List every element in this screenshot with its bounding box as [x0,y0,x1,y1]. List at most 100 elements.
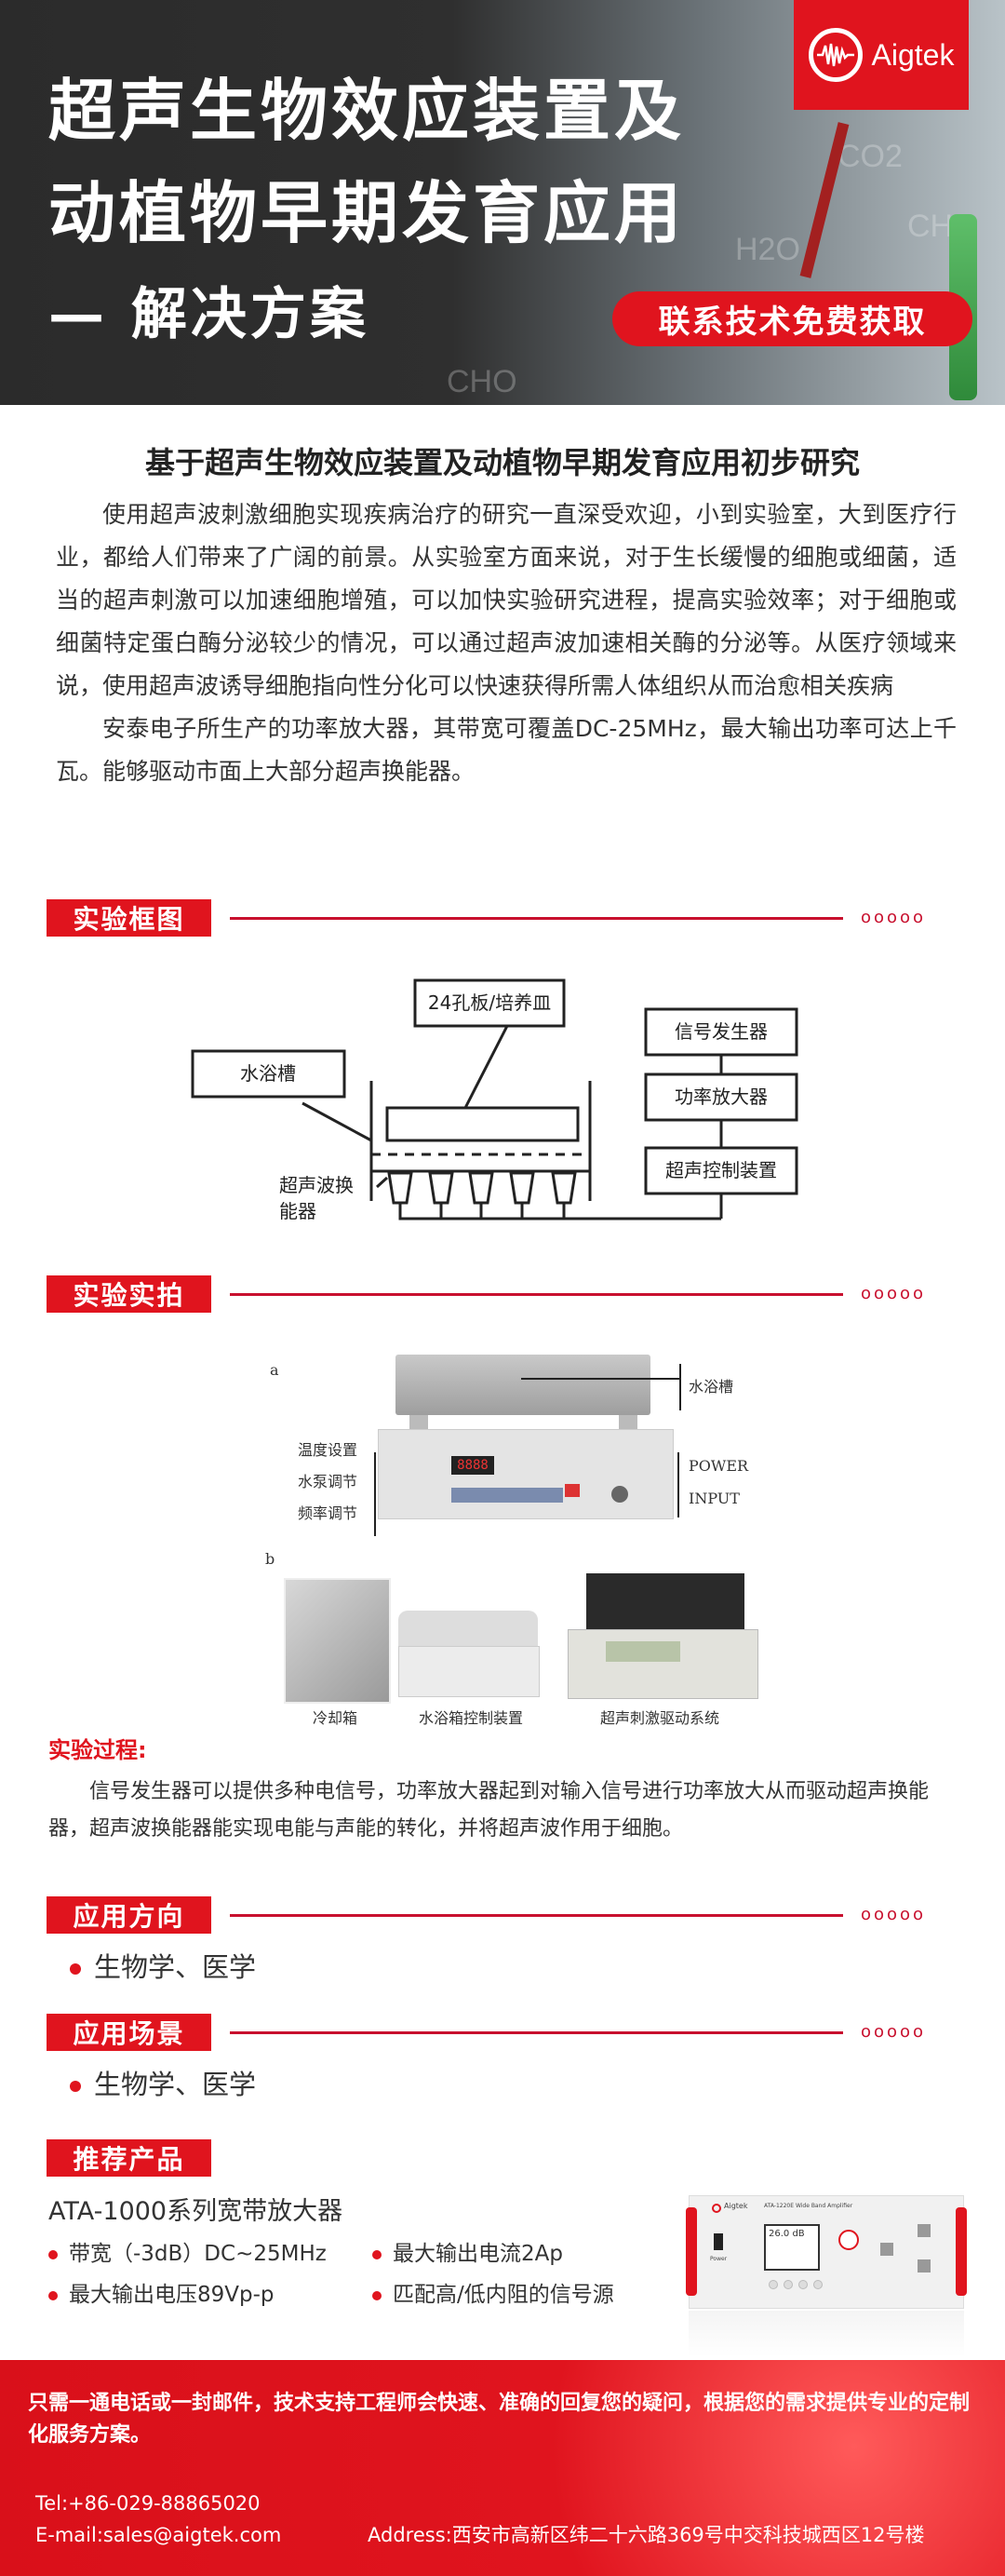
culture-plate [385,1106,580,1142]
process-text: 信号发生器可以提供多种电信号，功率放大器起到对输入信号进行功率放大从而驱动超声换… [48,1780,930,1841]
dots-decoration: ooooo [861,1905,927,1924]
device-model: ATA-1220E Wide Band Amplifier [764,2203,853,2209]
temperature-display: 8888 [451,1456,494,1475]
intro-paragraph: 安泰电子所生产的功率放大器，其带宽可覆盖DC-25MHz，最大输出功率可达上千瓦… [56,715,957,785]
hero-deco-label: CO2 [838,139,903,174]
section-header-product: 推荐产品 [47,2139,977,2177]
scenario-item: 生物学、医学 [70,2069,256,2101]
intro-body: 使用超声波刺激细胞实现疾病治疗的研究一直深受欢迎，小到实验室，大到医疗行业，都给… [56,493,957,793]
section-label: 推荐产品 [47,2139,211,2177]
contact-footer: 只需一通电话或一封邮件，技术支持工程师会快速、准确的回复您的疑问，根据您的需求提… [0,2360,1005,2576]
product-spec: 最大输出电流2Ap [372,2242,563,2268]
leader-line [679,1364,681,1410]
temp-setting-label: 温度设置 [298,1441,358,1459]
product-spec: 带宽（-3dB）DC~25MHz [48,2242,327,2268]
signal-generator-label: 信号发生器 [675,1020,768,1043]
divider-line [230,2031,843,2034]
hero-title-line1: 超声生物效应装置及 [48,72,686,150]
photo-a-label: a [270,1361,279,1379]
input-label: INPUT [689,1490,740,1507]
water-bath-label: 水浴槽 [240,1062,296,1085]
water-bath-tank [395,1355,650,1415]
product-spec: 最大输出电压89Vp-p [48,2283,275,2309]
output-connector [918,2259,931,2273]
dots-decoration: ooooo [861,2022,927,2042]
brand-logo-icon [712,2204,721,2213]
device-power-label: Power [710,2256,728,2262]
hero-title-line3: — 解决方案 [48,282,369,347]
water-bath-photo-label: 水浴槽 [689,1378,734,1396]
dots-decoration: ooooo [861,1284,927,1303]
divider-line [230,917,843,920]
transducer-label: 超声波换 [279,1174,354,1196]
handle-left [686,2207,697,2296]
transducer-label: 能器 [279,1200,316,1222]
tank-leg [619,1415,637,1429]
power-amplifier-label: 功率放大器 [675,1086,768,1108]
bath-tank [398,1611,538,1646]
section-header-diagram: 实验框图 ooooo [47,899,977,937]
footer-address: Address:西安市高新区纬二十六路369号中交科技城西区12号楼 [368,2524,925,2546]
device-brand: Aigtek [724,2202,748,2210]
section-header-photos: 实验实拍 ooooo [47,1275,977,1313]
direction-item: 生物学、医学 [70,1951,256,1984]
process-title: 实验过程: [48,1737,147,1763]
input-connector [880,2243,893,2256]
contact-free-button[interactable]: 联系技术免费获取 [612,291,972,346]
waveform-logo-icon [808,28,863,82]
section-label: 应用方向 [47,1896,211,1934]
cooling-box-label: 冷却箱 [313,1709,358,1727]
signal-generator-device [568,1629,758,1699]
generator-screen [606,1641,680,1662]
divider-line [230,1914,843,1917]
section-header-direction: 应用方向 ooooo [47,1896,977,1934]
dip-switch [565,1484,580,1497]
footer-tel[interactable]: Tel:+86-029-88865020 [35,2492,261,2515]
bath-controller [398,1646,540,1697]
experiment-block-diagram: 24孔板/培养皿 水浴槽 信号发生器 功率放大器 超声控制装置 超声波换 能器 [191,978,798,1222]
power-switch [714,2233,723,2250]
plate-box [413,978,566,1028]
divider-line [230,1293,843,1296]
dots-decoration: ooooo [861,908,927,927]
plate-label: 24孔板/培养皿 [428,991,551,1014]
product-reflection [689,2311,964,2357]
leader-line [521,1378,679,1380]
water-bath-box [191,1049,346,1099]
logo-text: Aigtek [871,37,955,72]
hero-deco-label: CHO [447,364,517,399]
bath-controller-label: 水浴箱控制装置 [419,1709,524,1727]
footer-email[interactable]: E-mail:sales@aigtek.com [35,2524,282,2546]
leader-line [374,1452,376,1536]
hero-title-line2: 动植物早期发育应用 [48,174,686,252]
freq-adjust-label: 频率调节 [298,1504,358,1522]
section-label: 应用场景 [47,2014,211,2051]
transducers [387,1171,577,1205]
test-tube-decoration [799,122,850,278]
tank-leg [409,1415,428,1429]
control-box: 8888 [378,1429,674,1519]
pump-adjust-label: 水泵调节 [298,1473,358,1490]
product-image-amplifier[interactable]: Aigtek ATA-1220E Wide Band Amplifier Pow… [686,2195,967,2309]
ultrasound-controller-label: 超声控制装置 [665,1159,777,1181]
power-label: POWER [689,1457,749,1475]
control-buttons [451,1488,563,1503]
section-label: 实验框图 [47,899,211,937]
product-spec: 匹配高/低内阻的信号源 [372,2283,614,2309]
section-label: 实验实拍 [47,1275,211,1313]
knob [838,2230,859,2250]
cooling-box [284,1578,391,1704]
leader-line [677,1452,679,1517]
footer-message: 只需一通电话或一封邮件，技术支持工程师会快速、准确的回复您的疑问，根据您的需求提… [28,2392,971,2447]
hero-deco-label: H2O [735,232,800,267]
product-name[interactable]: ATA-1000系列宽带放大器 [48,2197,343,2226]
handle-right [956,2207,967,2296]
device-screen: 26.0 dB [764,2224,820,2271]
input-connector [611,1486,628,1503]
drive-system-label: 超声刺激驱动系统 [600,1709,720,1727]
aigtek-logo[interactable]: Aigtek [794,0,969,110]
ultrasound-driver [586,1573,744,1629]
intro-paragraph: 使用超声波刺激细胞实现疾病治疗的研究一直深受欢迎，小到实验室，大到医疗行业，都给… [56,501,957,699]
photo-b-label: b [265,1550,275,1568]
output-connector [918,2224,931,2237]
